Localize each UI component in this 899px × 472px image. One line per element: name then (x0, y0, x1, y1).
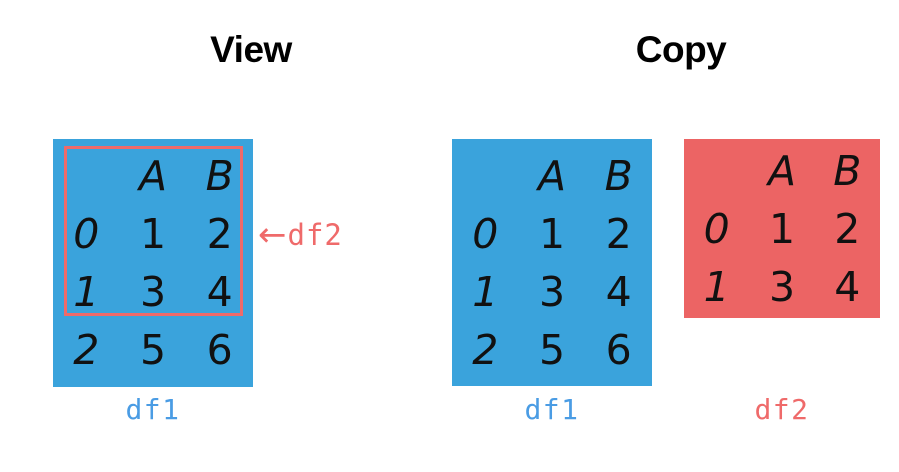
row-index: 0 (472, 209, 499, 258)
row-index: 0 (703, 204, 730, 253)
dataframe-left-df1: A B 0 1 2 1 3 4 2 5 6 (53, 139, 253, 387)
table-cell: 3 (538, 267, 566, 316)
table-cell: 4 (834, 262, 861, 311)
row-index: 1 (472, 267, 499, 316)
table-cell: 2 (605, 209, 632, 258)
row-index: 2 (472, 325, 499, 374)
column-header-b: B (205, 152, 234, 200)
table-cell: 5 (538, 325, 566, 374)
caption-right-df2: df2 (754, 393, 810, 426)
column-header-a: A (767, 146, 797, 195)
column-header-b: B (604, 151, 633, 200)
table-cell: 6 (206, 326, 233, 374)
panel-title-copy: Copy (635, 29, 727, 70)
caption-left-df1: df1 (125, 393, 181, 426)
table-cell: 4 (605, 267, 632, 316)
table-corner-cell (452, 147, 519, 205)
dataframe-mid-df1: A B 0 1 2 1 3 4 2 5 6 (452, 139, 652, 386)
table-cell: 1 (139, 210, 167, 258)
arrow-left-icon: ← (258, 215, 287, 255)
view-annotation: ← df2 (258, 216, 343, 254)
table-cell: 5 (139, 326, 167, 374)
row-index: 0 (73, 210, 100, 258)
row-index: 1 (703, 262, 730, 311)
table-cell: 3 (768, 262, 796, 311)
column-header-a: A (138, 152, 168, 200)
dataframe-right-df2: A B 0 1 2 1 3 4 (684, 139, 880, 318)
row-index: 1 (73, 268, 100, 316)
table-corner-cell (53, 147, 120, 205)
table-cell: 4 (206, 268, 233, 316)
panel-title-view: View (210, 29, 292, 70)
table-cell: 1 (768, 204, 796, 253)
row-index: 2 (73, 326, 100, 374)
table-cell: 2 (834, 204, 861, 253)
table-cell: 2 (206, 210, 233, 258)
column-header-b: B (833, 146, 862, 195)
table-cell: 3 (139, 268, 167, 316)
table-cell: 6 (605, 325, 632, 374)
column-header-a: A (537, 151, 567, 200)
table-corner-cell (684, 142, 749, 200)
table-cell: 1 (538, 209, 566, 258)
view-annotation-label: df2 (287, 217, 343, 252)
caption-mid-df1: df1 (524, 393, 580, 426)
